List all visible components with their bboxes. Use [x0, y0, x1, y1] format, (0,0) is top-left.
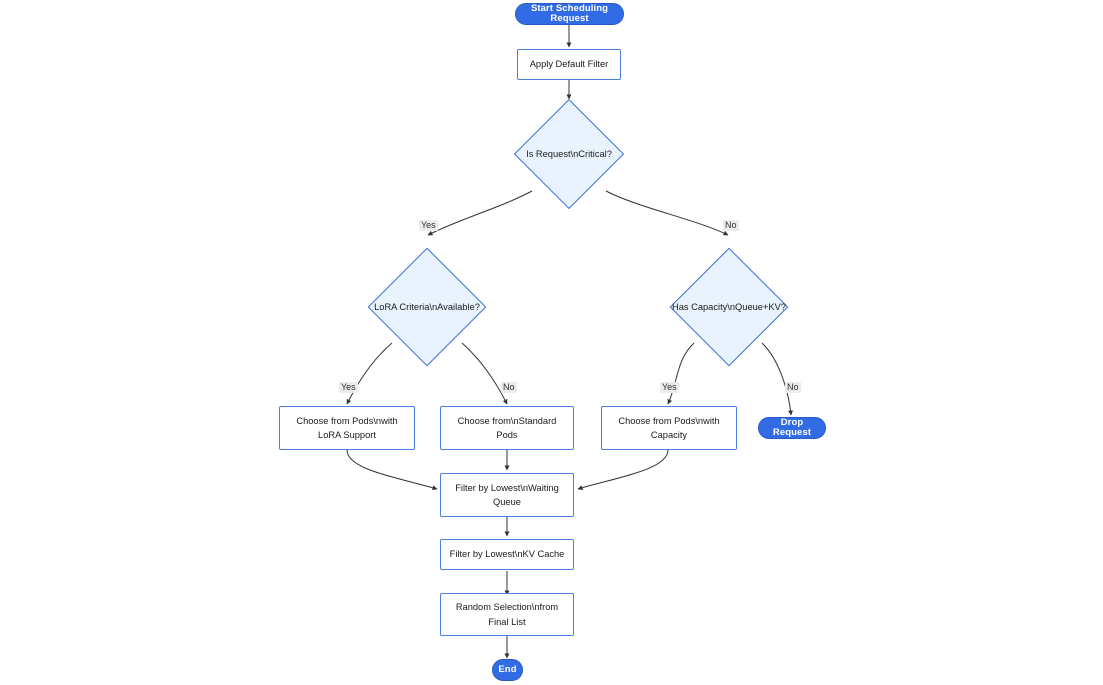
node-drop-request[interactable]: Drop Request [758, 417, 826, 439]
node-end[interactable]: End [492, 659, 523, 681]
node-has-capacity-label: Has Capacity\nQueue+KV? [672, 301, 786, 312]
node-start[interactable]: Start Scheduling Request [515, 3, 624, 25]
label-line-1: Random Selection\nfrom [455, 602, 559, 613]
label-line-1: Filter by Lowest\nWaiting [455, 482, 559, 493]
label-line-2: Capacity [650, 430, 688, 440]
node-is-request-critical[interactable]: Is Request\nCritical? [513, 98, 625, 210]
edge-label-lora-no: No [501, 382, 517, 394]
node-end-label: End [498, 663, 517, 675]
edge-critical-no-to-capacity [605, 190, 729, 236]
edge-label-critical-no: No [723, 220, 739, 232]
node-start-label: Start Scheduling Request [530, 2, 609, 24]
node-choose-capacity-pods-label: Choose from Pods\nwith Capacity [608, 416, 730, 440]
edge-choose-capacity-to-filter-queue [577, 449, 669, 491]
node-choose-lora-pods[interactable]: Choose from Pods\nwith LoRA Support [279, 406, 415, 450]
node-filter-waiting-queue[interactable]: Filter by Lowest\nWaiting Queue [440, 473, 574, 517]
node-choose-standard-pods-label: Choose from\nStandard Pods [447, 416, 567, 440]
edge-label-text: Yes [421, 220, 436, 230]
label-line-2: LoRA Support [318, 430, 376, 440]
label-line-2: Pods [496, 430, 518, 440]
node-random-selection[interactable]: Random Selection\nfrom Final List [440, 593, 574, 636]
node-filter-waiting-queue-label: Filter by Lowest\nWaiting Queue [447, 483, 567, 507]
node-is-request-critical-label: Is Request\nCritical? [526, 148, 612, 159]
edge-label-critical-yes: Yes [419, 220, 438, 232]
node-apply-default-filter[interactable]: Apply Default Filter [517, 49, 621, 80]
label-line-2: Final List [488, 616, 526, 627]
node-filter-kv-cache-label: Filter by Lowest\nKV Cache [449, 549, 565, 560]
edge-label-capacity-yes: Yes [660, 382, 679, 394]
edge-label-text: No [787, 382, 799, 392]
edge-label-text: Yes [341, 382, 356, 392]
node-choose-capacity-pods[interactable]: Choose from Pods\nwith Capacity [601, 406, 737, 450]
edge-label-text: No [503, 382, 515, 392]
edge-label-lora-yes: Yes [339, 382, 358, 394]
label-line-1: Choose from Pods\nwith [296, 415, 398, 426]
edge-label-text: No [725, 220, 737, 230]
edge-label-text: Yes [662, 382, 677, 392]
edge-choose-lora-to-filter-queue [346, 449, 438, 491]
node-has-capacity[interactable]: Has Capacity\nQueue+KV? [667, 247, 791, 367]
node-lora-criteria-available[interactable]: LoRA Criteria\nAvailable? [365, 247, 489, 367]
label-line-1: Choose from Pods\nwith [618, 415, 720, 426]
node-choose-standard-pods[interactable]: Choose from\nStandard Pods [440, 406, 574, 450]
node-apply-default-filter-label: Apply Default Filter [529, 59, 609, 70]
node-drop-request-label: Drop Request [772, 416, 812, 438]
node-lora-criteria-available-label: LoRA Criteria\nAvailable? [374, 301, 480, 312]
edge-label-capacity-no: No [785, 382, 801, 394]
node-random-selection-label: Random Selection\nfrom Final List [447, 602, 567, 626]
node-choose-lora-pods-label: Choose from Pods\nwith LoRA Support [286, 416, 408, 440]
label-line-1: Choose from\nStandard [457, 415, 557, 426]
node-filter-kv-cache[interactable]: Filter by Lowest\nKV Cache [440, 539, 574, 570]
label-line-2: Queue [493, 497, 521, 507]
